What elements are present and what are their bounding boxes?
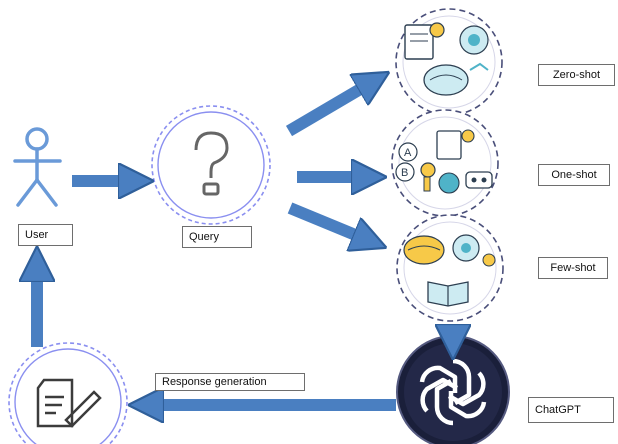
brain-book-icon bbox=[403, 234, 496, 307]
one-shot-label: One-shot bbox=[538, 164, 610, 186]
few-shot-node bbox=[396, 214, 504, 322]
user-label: User bbox=[18, 224, 73, 246]
svg-text:B: B bbox=[401, 167, 408, 179]
query-label: Query bbox=[182, 226, 252, 248]
question-mark-icon bbox=[194, 131, 229, 196]
abc-key-robot-icon: A B bbox=[395, 129, 493, 194]
openai-logo-icon bbox=[419, 358, 487, 426]
few-shot-label: Few-shot bbox=[538, 257, 608, 279]
arrow-query-to-few-shot bbox=[287, 202, 370, 241]
brain-ideas-icon bbox=[404, 22, 489, 96]
response-generation-label: Response generation bbox=[155, 373, 305, 391]
query-node bbox=[151, 105, 271, 225]
arrow-query-to-zero-shot bbox=[285, 81, 374, 137]
zero-shot-node bbox=[395, 8, 503, 116]
document-pen-icon bbox=[36, 378, 102, 428]
user-figure-icon bbox=[13, 127, 62, 207]
chatgpt-label: ChatGPT bbox=[528, 397, 614, 423]
response-node bbox=[8, 342, 128, 444]
zero-shot-label: Zero-shot bbox=[538, 64, 615, 86]
flow-arrows bbox=[37, 81, 453, 405]
svg-text:A: A bbox=[404, 147, 412, 159]
one-shot-node: A B bbox=[391, 109, 499, 217]
chatgpt-node bbox=[396, 335, 510, 444]
